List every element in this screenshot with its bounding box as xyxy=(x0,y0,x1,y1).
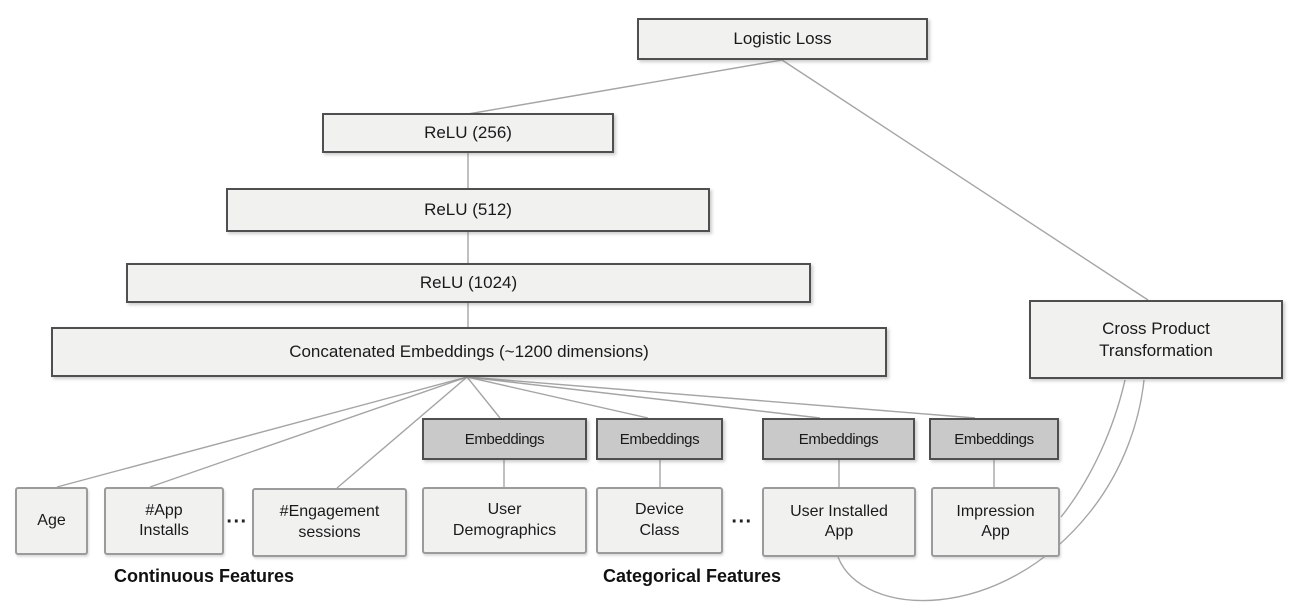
node-cross-product-transformation: Cross Product Transformation xyxy=(1029,300,1283,379)
node-embeddings-1-label: Embeddings xyxy=(464,430,545,448)
edge-concat-to-age xyxy=(56,376,468,488)
node-app-installs-line1: #App xyxy=(145,501,183,519)
edge-concat-to-engagement xyxy=(336,376,468,489)
edge-concat-to-embeddings-1 xyxy=(466,376,501,419)
node-engagement-sessions-line1: #Engagement xyxy=(279,503,380,521)
node-device-class: Device Class xyxy=(596,487,723,554)
ellipsis-continuous: ... xyxy=(226,505,248,528)
node-user-installed-app-line1: User Installed xyxy=(790,502,888,520)
edge-concat-to-embeddings-4 xyxy=(466,376,976,419)
node-embeddings-2-label: Embeddings xyxy=(619,430,700,448)
node-embeddings-user-demographics: Embeddings xyxy=(422,418,587,460)
group-label-continuous-features: Continuous Features xyxy=(113,566,295,586)
node-relu-256-label: ReLU (256) xyxy=(424,123,512,143)
node-cross-product-line2: Transformation xyxy=(1099,340,1213,360)
node-age-label: Age xyxy=(37,511,66,529)
node-user-installed-app: User Installed App xyxy=(762,487,916,557)
node-relu-1024-label: ReLU (1024) xyxy=(419,273,518,293)
node-user-demographics-line2: Demographics xyxy=(452,521,557,539)
node-logistic-loss: Logistic Loss xyxy=(637,18,928,60)
node-embeddings-user-installed-app: Embeddings xyxy=(762,418,915,460)
edge-concat-to-embeddings-2 xyxy=(466,376,649,419)
node-device-class-line1: Device xyxy=(635,501,684,519)
node-device-class-line2: Class xyxy=(639,521,680,539)
node-engagement-sessions: #Engagement sessions xyxy=(252,488,407,557)
edge-concat-to-app-installs xyxy=(149,376,468,488)
node-concatenated-embeddings-label: Concatenated Embeddings (~1200 dimension… xyxy=(289,342,649,362)
node-embeddings-4-label: Embeddings xyxy=(954,430,1034,448)
node-app-installs: #App Installs xyxy=(104,487,224,555)
node-embeddings-device-class: Embeddings xyxy=(596,418,723,460)
ellipsis-categorical: ... xyxy=(731,505,753,528)
node-impression-app-line1: Impression xyxy=(956,502,1035,520)
node-relu-512: ReLU (512) xyxy=(226,188,710,232)
edge-crossproduct-to-impression-arc xyxy=(1060,379,1126,518)
node-logistic-loss-label: Logistic Loss xyxy=(733,29,832,49)
node-app-installs-line2: Installs xyxy=(139,522,189,539)
node-engagement-sessions-line2: sessions xyxy=(298,523,361,541)
node-cross-product-line1: Cross Product xyxy=(1102,319,1210,339)
node-user-demographics-line1: User xyxy=(487,501,522,519)
node-impression-app: Impression App xyxy=(931,487,1060,557)
node-embeddings-3-label: Embeddings xyxy=(798,430,879,448)
node-relu-512-label: ReLU (512) xyxy=(424,200,512,220)
node-embeddings-impression-app: Embeddings xyxy=(929,418,1059,460)
node-relu-1024: ReLU (1024) xyxy=(126,263,811,303)
node-user-demographics: User Demographics xyxy=(422,487,587,554)
group-label-categorical-features: Categorical Features xyxy=(602,566,782,586)
edge-logistic-to-crossproduct xyxy=(781,59,1149,301)
edge-crossproduct-to-userinstalled-arc xyxy=(837,379,1145,602)
node-relu-256: ReLU (256) xyxy=(322,113,614,153)
node-concatenated-embeddings: Concatenated Embeddings (~1200 dimension… xyxy=(51,327,887,377)
node-user-installed-app-line2: App xyxy=(824,523,854,540)
edge-logistic-to-relu256 xyxy=(467,59,783,115)
node-age: Age xyxy=(15,487,88,555)
node-impression-app-line2: App xyxy=(981,523,1010,540)
edge-concat-to-embeddings-3 xyxy=(466,376,821,419)
